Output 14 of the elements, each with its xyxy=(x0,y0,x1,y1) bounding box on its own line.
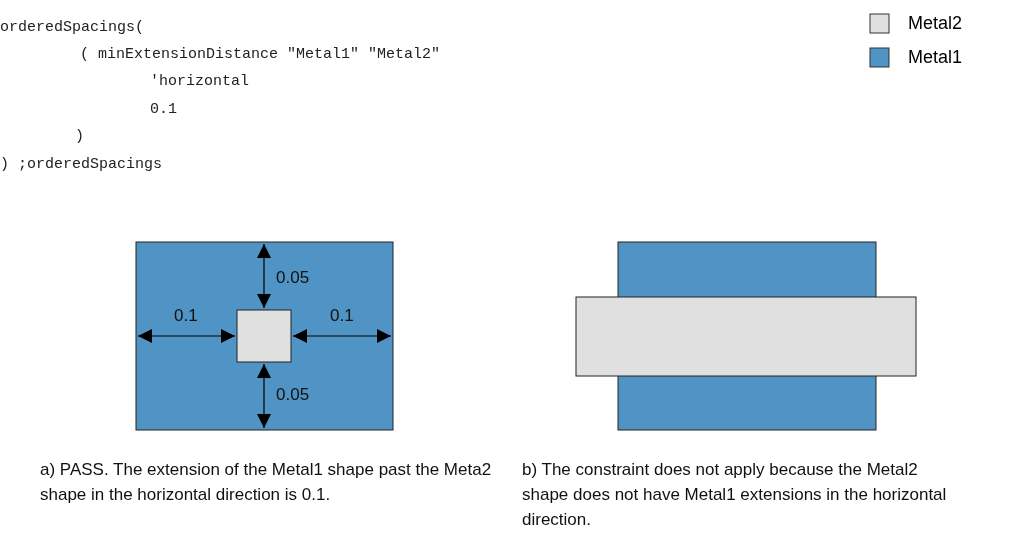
legend-label: Metal2 xyxy=(908,12,963,34)
dimension-label: 0.05 xyxy=(276,268,310,288)
legend-label: Metal1 xyxy=(908,46,963,68)
code-line: 0.1 xyxy=(150,101,177,119)
code-line: ( minExtensionDistance "Metal1" "Metal2" xyxy=(80,46,441,64)
code-line: ) xyxy=(75,128,84,146)
figure-caption: b) The constraint does not apply because the Metal2 shape does not have Metal1 extensions in the horizontal direction. xyxy=(522,459,947,531)
figure-caption: a) PASS. The extension of the Metal1 shape past the Meta2 shape in the horizontal direction is 0.1. xyxy=(40,459,492,506)
code-line: ) ;orderedSpacings xyxy=(0,156,163,174)
dimension-label: 0.05 xyxy=(276,385,310,405)
dimension-label: 0.1 xyxy=(174,306,198,326)
dimension-label: 0.1 xyxy=(330,306,354,326)
code-line: 'horizontal xyxy=(150,73,250,91)
code-line: orderedSpacings( xyxy=(0,19,145,37)
